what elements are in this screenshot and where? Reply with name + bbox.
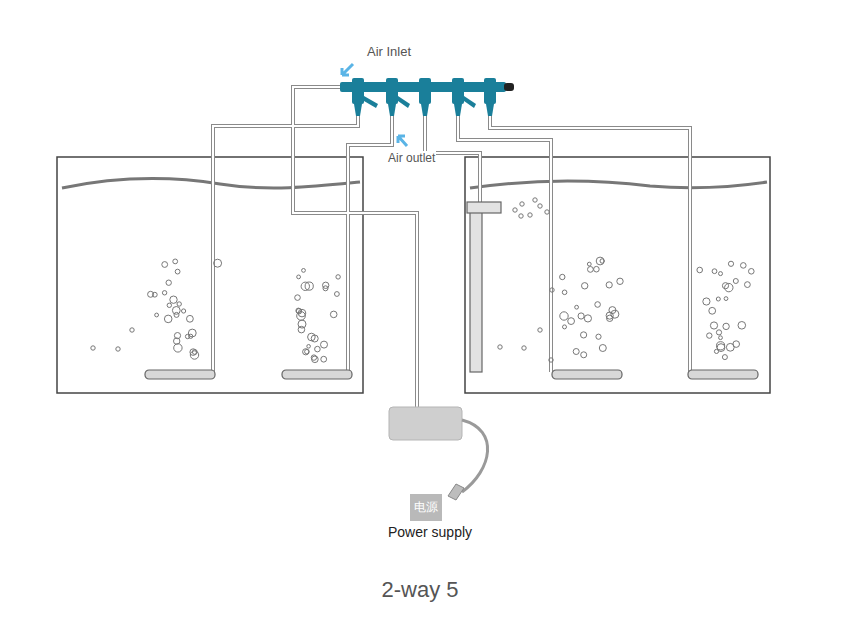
inlet-arrow: [342, 64, 353, 75]
bubbles: [91, 198, 754, 363]
air-stone: [688, 370, 758, 379]
callout-label: Air outlet: [387, 151, 436, 165]
power-cord: [462, 420, 488, 492]
air-stone: [552, 370, 622, 379]
air-stone: [282, 370, 352, 379]
figure-caption: 2-way 5: [381, 577, 458, 603]
right-tank: [465, 157, 770, 393]
socket-label: 电源: [410, 494, 442, 521]
air-stone: [145, 370, 215, 379]
air-pump: [389, 407, 462, 440]
left-tank: [57, 157, 363, 393]
filter-tube: [470, 210, 482, 372]
air-manifold: [340, 78, 514, 116]
air-tubes: [213, 87, 690, 407]
outlet-arrow: [398, 136, 407, 146]
water-line: [470, 181, 767, 188]
plug: [448, 484, 464, 500]
filter-outlet: [467, 202, 501, 213]
socket-caption: Power supply: [388, 524, 472, 540]
power-socket: 电源Power supply: [410, 494, 442, 521]
callout-label: Air Inlet: [367, 44, 411, 59]
